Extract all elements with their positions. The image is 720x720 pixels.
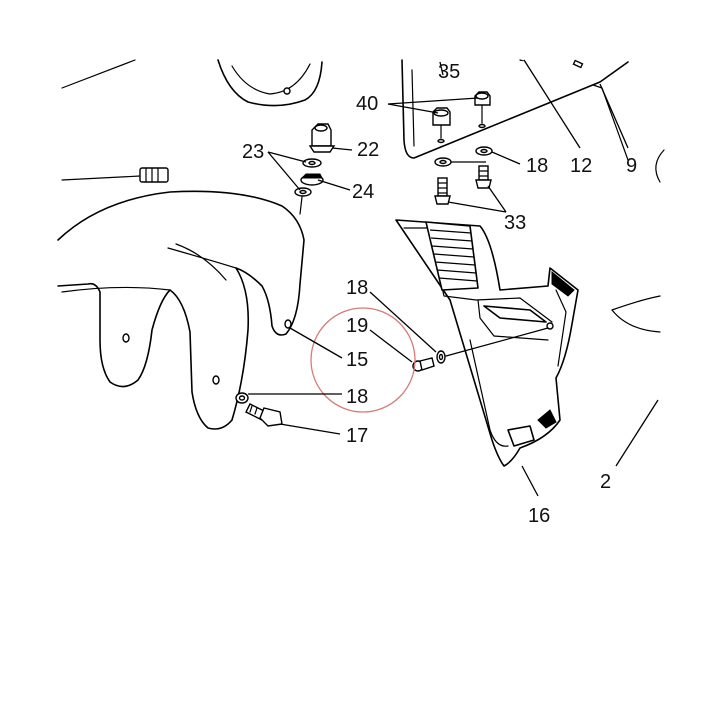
callout-22: 22: [357, 139, 379, 161]
callout-24: 24: [352, 181, 374, 203]
bracket-grille: [425, 221, 479, 291]
callout-18-fender: 18: [346, 386, 368, 408]
screw-17: [245, 403, 283, 427]
bracket-lower-tab: [507, 425, 535, 447]
callout-33: 33: [504, 212, 526, 234]
callout-17: 17: [346, 425, 368, 447]
windscreen-panel: [401, 59, 629, 159]
callout-18-top: 18: [526, 155, 548, 177]
upper-nose-fastener-hole: [283, 87, 291, 95]
callout-23: 23: [242, 141, 264, 163]
cable-line: [61, 175, 141, 181]
side-bracket-16: [395, 219, 579, 467]
background-frame-line-right: [655, 149, 665, 183]
fender-hole-left: [122, 333, 130, 343]
callout-9: 9: [626, 155, 637, 177]
leader-lines: [248, 59, 659, 497]
washer-18-left: [434, 157, 452, 167]
screw-33-left: [434, 177, 451, 205]
axis-line-19: [445, 327, 549, 357]
washer-18-bracket: [436, 350, 446, 364]
washer-23-bottom: [294, 187, 312, 197]
highlight-circle: [310, 307, 416, 413]
bracket-slot: [483, 305, 547, 323]
washer-18-right: [475, 146, 493, 156]
connector-clip: [139, 167, 169, 183]
bracket-inner-edge-2: [477, 299, 549, 341]
fender-wheel-arch: [175, 243, 227, 281]
grommet-40-left: [432, 107, 451, 126]
bracket-lower-shade: [537, 409, 557, 429]
background-part-2-edge: [611, 309, 661, 333]
fender-hole-right: [284, 319, 292, 329]
callout-12: 12: [570, 155, 592, 177]
callout-16: 16: [528, 505, 550, 527]
upper-nose-fairing: [217, 59, 323, 107]
background-frame-line-left: [61, 59, 136, 89]
callout-35: 35: [438, 61, 460, 83]
screw-33-right: [475, 165, 492, 189]
bracket-right-fold: [555, 289, 567, 367]
axis-line-23: [299, 196, 303, 215]
fender-hole-lower: [212, 375, 220, 385]
background-part-2-curve: [611, 295, 661, 311]
screw-19: [412, 357, 435, 372]
upper-nose-fairing-inner: [231, 63, 311, 95]
panel-hole-left: [437, 138, 445, 144]
fender-lower-edge: [61, 286, 171, 293]
bracket-lower-edge: [469, 339, 509, 447]
callout-40: 40: [356, 93, 378, 115]
grommet-40-right: [474, 91, 491, 106]
front-fender-15: [57, 190, 305, 430]
windscreen-slot: [572, 59, 584, 69]
callout-2: 2: [600, 471, 611, 493]
clip-24: [300, 173, 324, 186]
bracket-inner-edge: [403, 227, 553, 323]
washer-23-top: [302, 158, 322, 168]
callout-19: 19: [346, 315, 368, 337]
fender-inner-crease: [167, 247, 237, 269]
bracket-mount-hole: [546, 322, 554, 330]
callout-15: 15: [346, 349, 368, 371]
bracket-top-shade: [551, 270, 575, 297]
bolt-22: [308, 123, 336, 153]
washer-18-fender: [235, 392, 249, 404]
callout-18-bracket: 18: [346, 277, 368, 299]
panel-hole-right: [478, 123, 486, 129]
